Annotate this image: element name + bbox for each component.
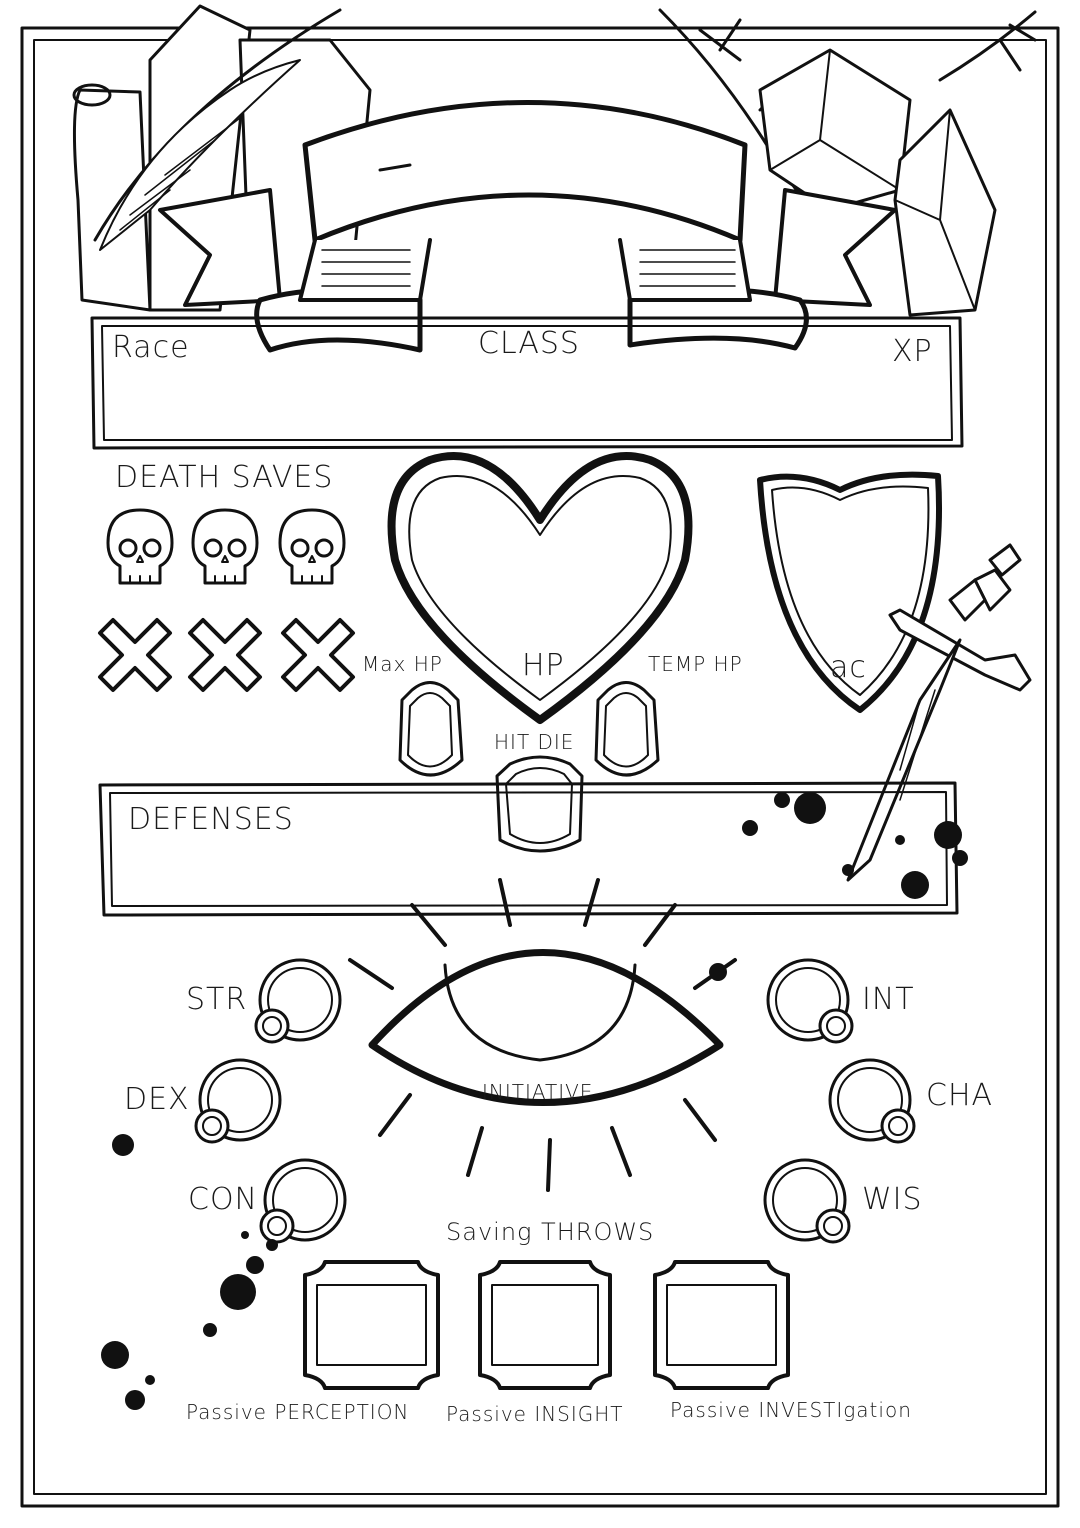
con-save-field[interactable] bbox=[273, 1168, 337, 1232]
max-hp-label: Max HP bbox=[362, 652, 443, 676]
dagger-illustration bbox=[846, 543, 1032, 882]
defenses-label: DEFENSES bbox=[128, 802, 294, 837]
hp-label: HP bbox=[522, 648, 565, 683]
passive-perception-field[interactable] bbox=[318, 1286, 426, 1364]
race-label: Race bbox=[112, 330, 190, 365]
ac-field[interactable] bbox=[780, 495, 930, 645]
str-save-field[interactable] bbox=[268, 968, 332, 1032]
int-save-field[interactable] bbox=[776, 968, 840, 1032]
passive-frames bbox=[303, 1260, 790, 1390]
name-banner bbox=[158, 100, 897, 353]
vital-badges bbox=[398, 681, 660, 853]
defenses-box bbox=[98, 781, 959, 917]
ink-splatters bbox=[101, 792, 968, 1410]
death-save-failure-checkboxes[interactable] bbox=[96, 616, 358, 694]
passive-insight-label: Passive INSIGHT bbox=[446, 1402, 624, 1426]
passive-investigation-label: Passive INVESTIgation bbox=[670, 1398, 912, 1422]
int-label: INT bbox=[862, 982, 915, 1017]
death-save-success-checkboxes[interactable] bbox=[100, 512, 360, 586]
hit-die-field[interactable] bbox=[504, 772, 576, 842]
cha-save-field[interactable] bbox=[838, 1068, 902, 1132]
temp-hp-label: TEMP HP bbox=[648, 652, 743, 676]
wis-label: WIS bbox=[862, 1182, 923, 1217]
hp-field[interactable] bbox=[420, 480, 660, 630]
books-and-quill-illustration bbox=[72, 4, 372, 312]
ac-shield bbox=[757, 471, 942, 713]
crystals-illustration bbox=[658, 8, 1037, 317]
class-label: CLASS bbox=[478, 326, 580, 361]
cha-label: CHA bbox=[926, 1078, 994, 1113]
con-label: CON bbox=[188, 1182, 259, 1217]
initiative-label: INITIATIVE bbox=[482, 1080, 594, 1104]
dex-label: DEX bbox=[124, 1082, 190, 1117]
dex-save-field[interactable] bbox=[208, 1068, 272, 1132]
xp-label: XP bbox=[892, 334, 933, 369]
death-saves-label: DEATH SAVES bbox=[115, 460, 334, 495]
wis-save-field[interactable] bbox=[773, 1168, 837, 1232]
passive-insight-field[interactable] bbox=[493, 1286, 597, 1364]
ac-label: ac bbox=[830, 650, 867, 685]
max-hp-field[interactable] bbox=[404, 695, 456, 765]
defenses-field[interactable] bbox=[115, 840, 935, 900]
banner-shading bbox=[321, 249, 736, 287]
saving-throw-rings bbox=[194, 958, 916, 1244]
passive-investigation-field[interactable] bbox=[668, 1286, 776, 1364]
passive-perception-label: Passive PERCEPTION bbox=[186, 1400, 410, 1424]
hp-heart bbox=[387, 452, 693, 724]
race-class-xp-field[interactable] bbox=[110, 370, 940, 436]
death-save-successes bbox=[106, 508, 346, 585]
saving-throws-label: Saving THROWS bbox=[446, 1218, 655, 1246]
race-class-xp-box bbox=[90, 316, 964, 450]
page-frame bbox=[20, 26, 1060, 1508]
str-label: STR bbox=[186, 982, 248, 1017]
hit-die-label: HIT DIE bbox=[494, 730, 575, 754]
initiative-eye bbox=[348, 878, 737, 1192]
temp-hp-field[interactable] bbox=[600, 695, 652, 765]
death-save-failures bbox=[98, 618, 355, 692]
initiative-field[interactable] bbox=[450, 975, 630, 1055]
